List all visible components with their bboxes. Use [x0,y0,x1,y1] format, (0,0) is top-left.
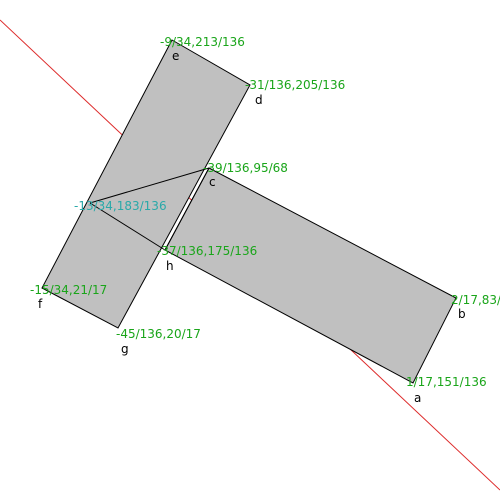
point-label-c: c [209,175,216,189]
coord-label-a: 1/17,151/136 [406,375,487,389]
coord-label-h: -37/136,175/136 [157,244,257,258]
coord-label-g: -45/136,20/17 [116,327,201,341]
coord-label-b: 2/17,83/6 [451,293,500,307]
segment-i-h [89,202,166,251]
coord-label-e: -9/34,213/136 [160,35,245,49]
coord-label-d: -31/136,205/136 [245,78,345,92]
point-label-h: h [166,259,174,273]
coord-label-c: -39/136,95/68 [203,161,288,175]
segment-c-h [164,167,210,251]
point-label-d: d [255,93,263,107]
point-label-g: g [121,342,129,356]
point-label-e: e [172,49,179,63]
tall-rectangle [41,39,251,329]
segment-i-c [89,167,210,204]
coord-label-f: -15/34,21/17 [30,283,107,297]
point-label-b: b [458,307,466,321]
long-rectangle [164,167,457,384]
point-label-a: a [414,391,421,405]
point-label-f: f [38,297,43,311]
coord-label-intersection: -13/34,183/136 [74,199,167,213]
